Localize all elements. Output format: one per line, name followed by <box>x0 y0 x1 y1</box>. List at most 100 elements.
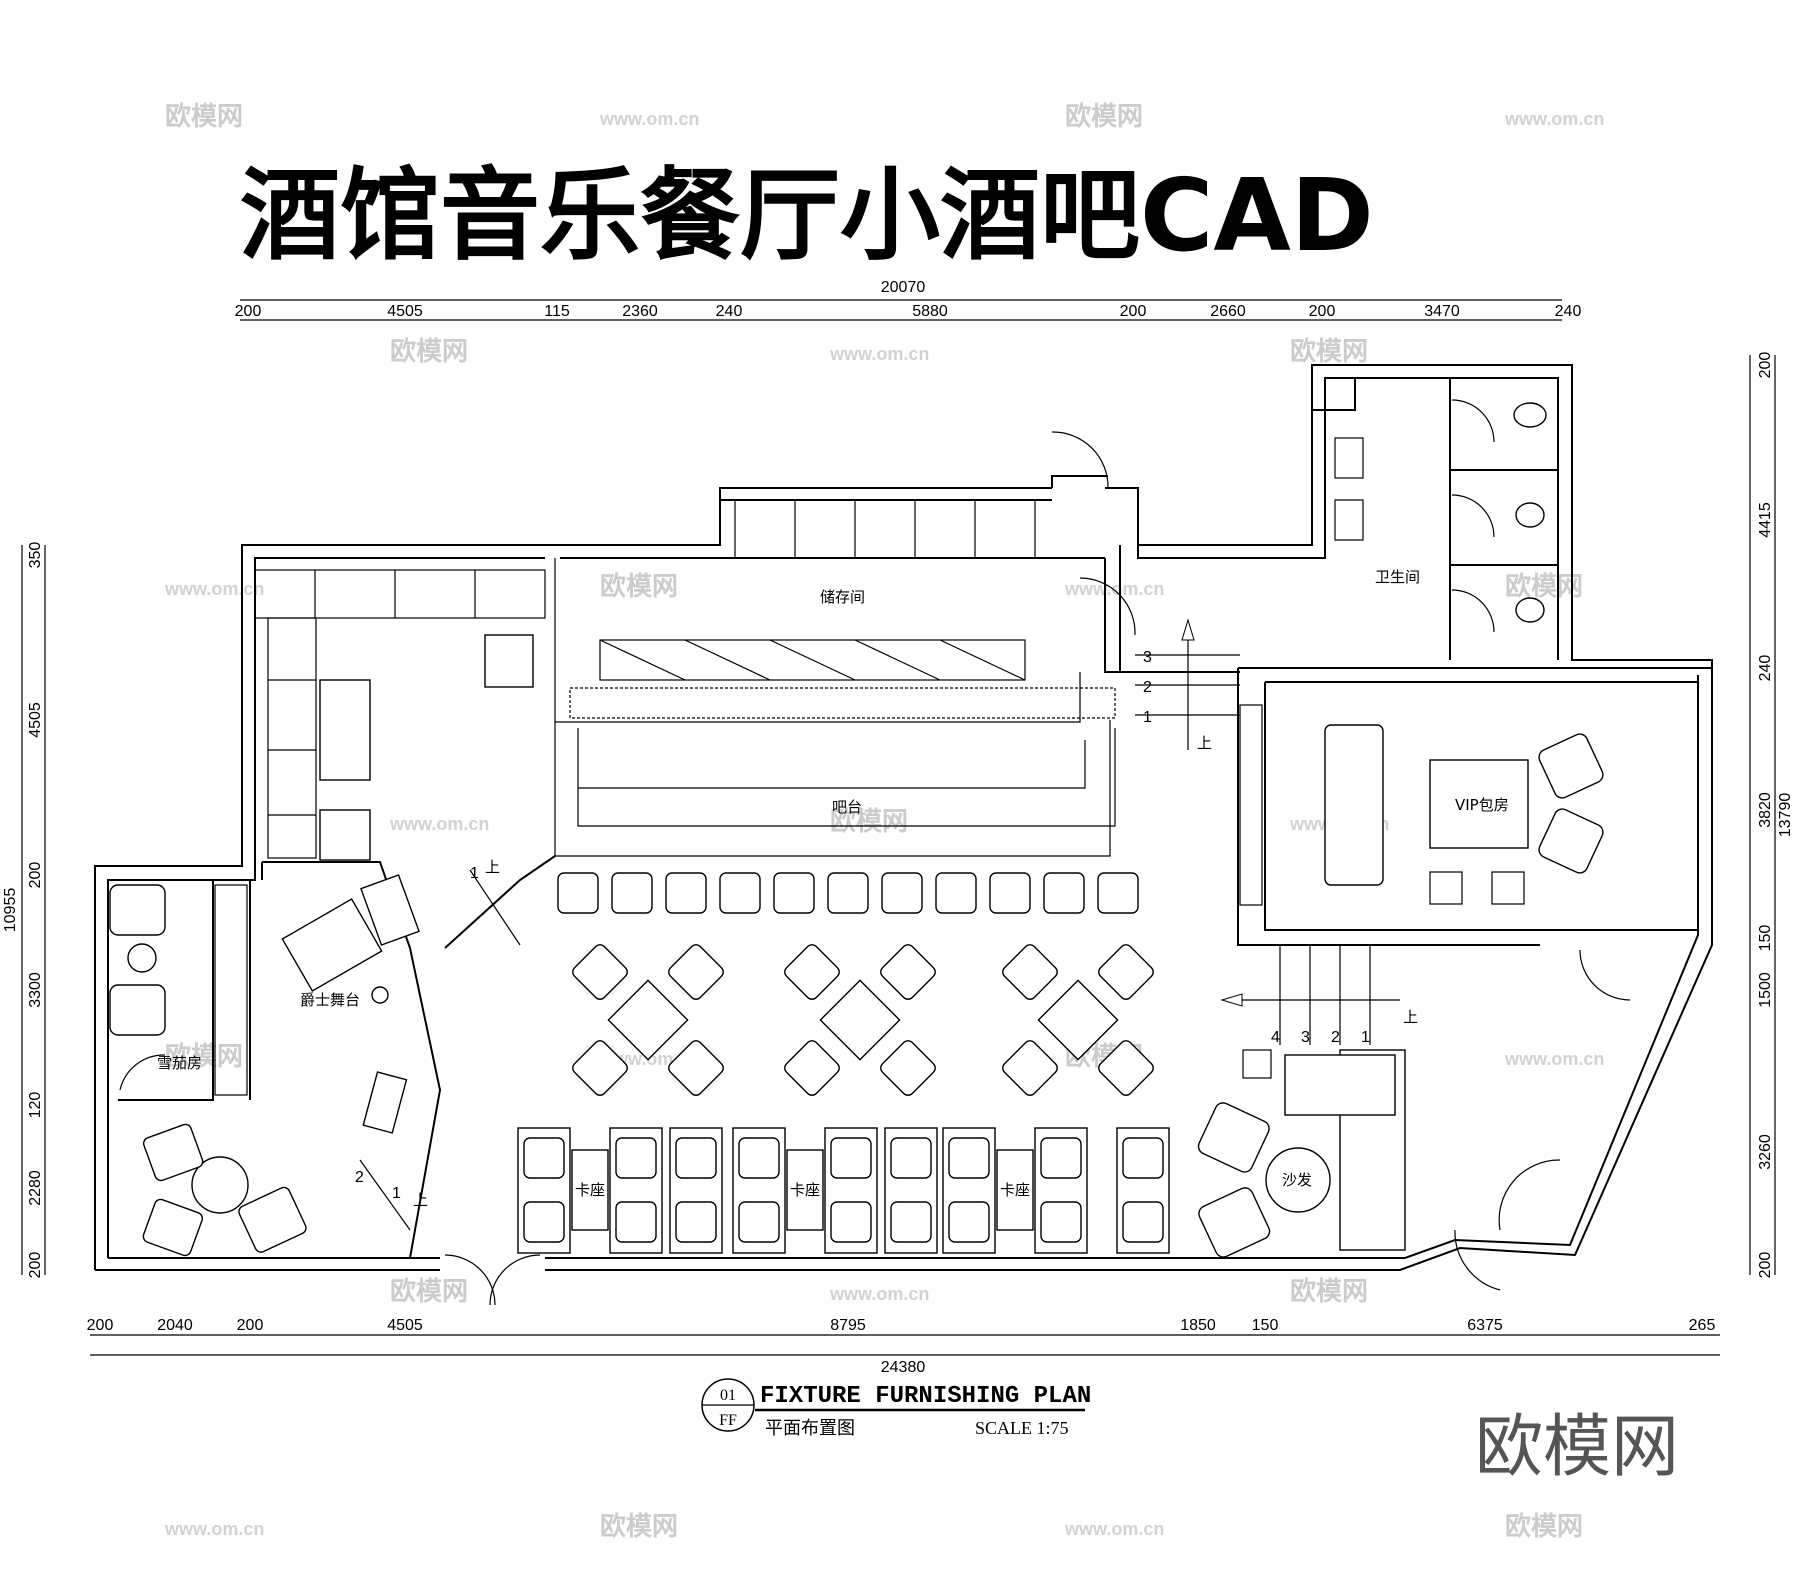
booth-table <box>786 1149 824 1231</box>
chair <box>572 1040 628 1096</box>
plan-scale: SCALE 1:75 <box>975 1418 1069 1438</box>
chair <box>827 872 869 914</box>
stair-label-bar: 上 <box>1197 734 1212 752</box>
dimension-lines <box>21 299 1776 1356</box>
chair <box>1040 1137 1082 1179</box>
chair <box>890 1137 932 1179</box>
vip-furniture <box>1239 704 1631 1001</box>
watermark-brand: 欧模网 <box>600 1511 678 1542</box>
chair <box>881 872 923 914</box>
dimension-label: 4415 <box>1757 502 1774 538</box>
chair <box>615 1201 657 1243</box>
step-number: 1 <box>1143 709 1152 726</box>
watermark-url: www.om.cn <box>1064 579 1164 599</box>
watermark-url: www.om.cn <box>389 814 489 834</box>
cafe-table <box>1037 979 1119 1061</box>
watermark-brand: 欧模网 <box>600 571 678 602</box>
chair <box>1122 1137 1164 1179</box>
dimension-label: 20070 <box>881 279 926 296</box>
dimension-label: 115 <box>544 303 570 320</box>
dimension-label: 3300 <box>27 972 44 1008</box>
dimension-label: 10955 <box>2 888 19 933</box>
chair <box>1002 944 1058 1000</box>
dimension-label: 13790 <box>1777 793 1794 838</box>
step-number: 2 <box>1331 1029 1340 1046</box>
chair <box>935 872 977 914</box>
plan-title-block: 01 FF FIXTURE FURNISHING PLAN 平面布置图 SCAL… <box>701 1378 1091 1439</box>
bar-counter-label: 吧台 <box>832 798 862 816</box>
chair <box>948 1201 990 1243</box>
chair <box>989 872 1031 914</box>
chair <box>1098 1040 1154 1096</box>
chair <box>1098 944 1154 1000</box>
doors <box>119 431 1561 1306</box>
watermark-url: www.om.cn <box>829 344 929 364</box>
vip-room-label: VIP包房 <box>1455 796 1509 814</box>
chair <box>1043 872 1085 914</box>
sofa-label: 沙发 <box>1282 1171 1312 1189</box>
chair <box>668 1040 724 1096</box>
booth-label: 卡座 <box>1000 1181 1030 1199</box>
chair <box>784 944 840 1000</box>
dimension-label: 200 <box>1757 352 1774 379</box>
watermark-url: www.om.cn <box>164 579 264 599</box>
booth-label: 卡座 <box>790 1181 820 1199</box>
chair <box>738 1201 780 1243</box>
dimension-label: 120 <box>27 1092 44 1119</box>
chair <box>572 944 628 1000</box>
dimension-label: 240 <box>1555 303 1582 320</box>
cafe-table <box>819 979 901 1061</box>
stair-label-stage: 上 <box>485 858 500 876</box>
dimension-label: 200 <box>235 303 262 320</box>
chair <box>784 1040 840 1096</box>
chair <box>1002 1040 1058 1096</box>
watermark-url: www.om.cn <box>164 1519 264 1539</box>
step-number: 2 <box>1143 679 1152 696</box>
step-number: 1 <box>470 865 479 882</box>
watermark-layer: 欧模网 www.om.cn 欧模网 www.om.cn 欧模网 www.om.cn 欧模网 w… <box>164 101 1604 1542</box>
watermark-url: www.om.cn <box>599 109 699 129</box>
watermark-brand: 欧模网 <box>1290 336 1368 367</box>
watermark-url: www.om.cn <box>1504 1049 1604 1069</box>
chair <box>668 944 724 1000</box>
booth-label: 卡座 <box>575 1181 605 1199</box>
step-number: 1 <box>392 1185 401 1202</box>
jazz-stage-label: 爵士舞台 <box>300 991 360 1009</box>
kitchen-cabinets <box>254 569 546 861</box>
chair <box>1122 1201 1164 1243</box>
step-number: 3 <box>1301 1029 1310 1046</box>
chair <box>890 1201 932 1243</box>
dimension-label: 240 <box>716 303 743 320</box>
dimension-label: 2280 <box>27 1170 44 1206</box>
dimension-label: 4505 <box>27 702 44 738</box>
main-title: 酒馆音乐餐厅小酒吧CAD <box>240 157 1374 274</box>
booth-table <box>996 1149 1034 1231</box>
dimension-label: 200 <box>1120 303 1147 320</box>
chair <box>948 1137 990 1179</box>
dimension-label: 3820 <box>1757 792 1774 828</box>
watermark-brand: 欧模网 <box>165 101 243 132</box>
cafe-table <box>607 979 689 1061</box>
dimension-label: 200 <box>27 862 44 889</box>
stair-label-vip: 上 <box>1403 1008 1418 1026</box>
chair <box>880 944 936 1000</box>
step-number: 2 <box>355 1169 364 1186</box>
restroom-label: 卫生间 <box>1375 568 1420 586</box>
plan-code: FF <box>719 1412 737 1429</box>
chair <box>557 872 599 914</box>
dimension-label: 4505 <box>387 1317 423 1334</box>
chair <box>615 1137 657 1179</box>
brand-logo: 欧模网 <box>1475 1408 1679 1487</box>
watermark-brand: 欧模网 <box>830 806 908 837</box>
chair <box>773 872 815 914</box>
dimension-label: 8795 <box>830 1317 866 1334</box>
cafe-tables <box>572 944 1154 1096</box>
watermark-brand: 欧模网 <box>1065 101 1143 132</box>
chair <box>665 872 707 914</box>
dimension-label: 200 <box>27 1252 44 1279</box>
dimension-label: 4505 <box>387 303 423 320</box>
dimension-label: 150 <box>1252 1317 1279 1334</box>
dimension-label: 1850 <box>1180 1317 1216 1334</box>
dimension-label: 1500 <box>1757 972 1774 1008</box>
